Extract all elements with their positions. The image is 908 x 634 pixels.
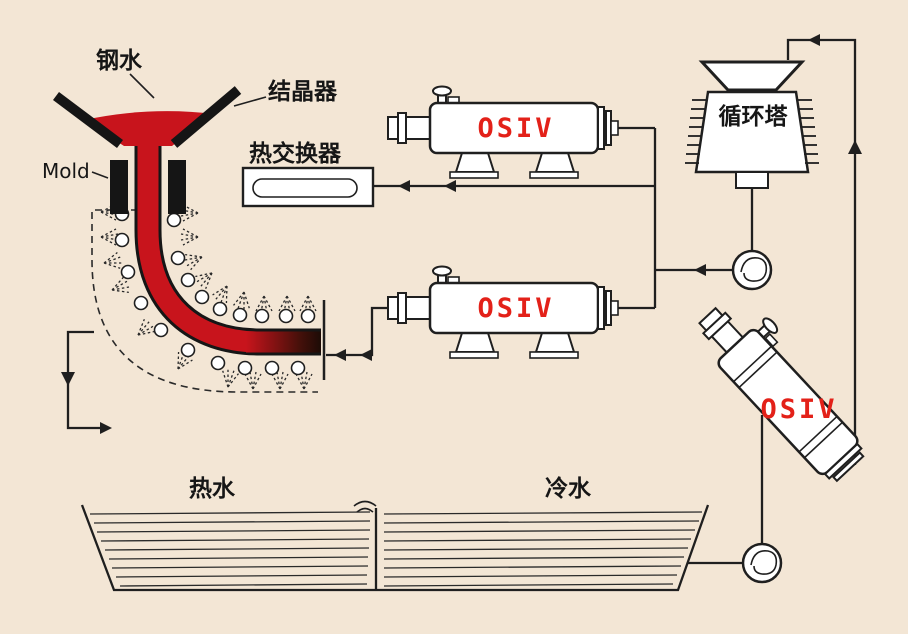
piping xyxy=(61,34,862,565)
tower-funnel xyxy=(698,60,806,92)
flow-arrows xyxy=(61,34,862,434)
circulation-tower: 循环塔 xyxy=(685,60,819,189)
tower-fins-right xyxy=(798,99,819,164)
hot-water-label: 热水 xyxy=(189,476,236,502)
osiv-unit-3: OSIV xyxy=(698,306,865,483)
funnel-wall-right xyxy=(170,86,242,148)
water-basin xyxy=(80,500,710,592)
tundish xyxy=(53,86,242,148)
pump-2 xyxy=(741,542,783,584)
cast-strand xyxy=(134,140,321,356)
cold-water-surface xyxy=(383,511,703,587)
flow-arrow xyxy=(360,349,372,361)
heat-exchanger-label: 热交换器 xyxy=(249,140,342,167)
heat-exchanger xyxy=(241,166,375,208)
mold xyxy=(110,160,186,214)
osiv-2-label: OSIV xyxy=(477,293,554,324)
weir-overflow xyxy=(353,500,377,513)
funnel-wall-left xyxy=(53,92,123,148)
flow-arrow xyxy=(848,140,862,154)
flow-arrow xyxy=(398,180,410,192)
flow-arrow xyxy=(808,34,820,46)
osiv-3-label: OSIV xyxy=(760,394,837,425)
flow-arrow xyxy=(444,180,456,192)
flow-arrow xyxy=(694,264,706,276)
osiv-unit-1: OSIV xyxy=(387,85,619,179)
cold-water-label: 冷水 xyxy=(545,475,592,502)
molten-steel-label: 钢水 xyxy=(96,48,143,74)
flow-arrow xyxy=(334,349,346,361)
circulation-tower-label: 循环塔 xyxy=(719,103,789,130)
flow-arrow xyxy=(100,422,112,434)
tower-base xyxy=(735,171,769,189)
pump-1 xyxy=(731,249,773,291)
crystallizer-label: 结晶器 xyxy=(268,79,338,105)
exchanger-coil xyxy=(252,178,358,198)
cooling-chamber xyxy=(91,203,326,393)
mold-block-left xyxy=(110,160,128,214)
flow-arrow xyxy=(61,372,75,386)
tower-fins-left xyxy=(685,99,706,164)
labels: 钢水 结晶器 Mold 热交换器 热水 冷水 xyxy=(42,48,592,502)
hot-water-surface xyxy=(89,511,371,587)
mold-label: Mold xyxy=(42,159,90,183)
osiv-unit-2: OSIV xyxy=(387,265,619,359)
mold-block-right xyxy=(168,160,186,214)
osiv-1-label: OSIV xyxy=(477,113,554,144)
